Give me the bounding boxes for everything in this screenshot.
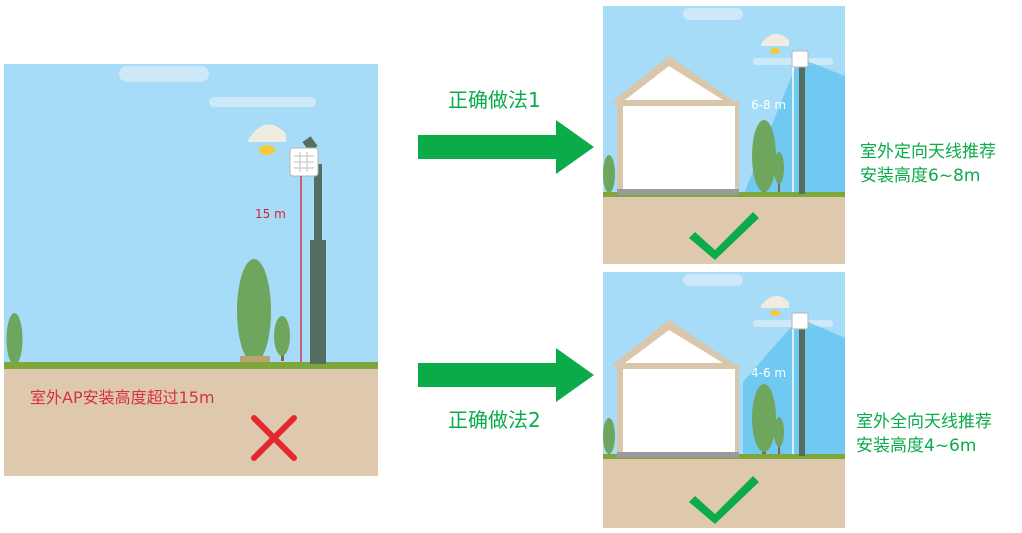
tall-tree — [752, 120, 784, 192]
arrow-label-correct-2: 正确做法2 — [448, 408, 541, 432]
arrow-right-icon — [418, 348, 594, 402]
cloud — [683, 274, 743, 286]
note-line: 室外全向天线推荐 — [856, 412, 992, 432]
correct-scene-2-illustration — [603, 272, 845, 528]
small-tree — [6, 313, 23, 365]
street-lamp — [761, 33, 789, 54]
ground — [603, 196, 845, 264]
outdoor-ap-antenna — [791, 312, 809, 330]
correct-installation-scene-2: 4-6 m — [603, 272, 845, 528]
note-directional-antenna: 室外定向天线推荐 安装高度6~8m — [860, 140, 996, 188]
note-line: 室外定向天线推荐 — [860, 142, 996, 162]
small-tree — [274, 316, 290, 361]
height-label: 6-8 m — [751, 98, 787, 112]
cloud — [209, 97, 316, 107]
height-label: 4-6 m — [751, 366, 787, 380]
tall-tree — [752, 384, 784, 454]
check-mark-icon — [689, 476, 759, 524]
outdoor-ap-antenna — [289, 147, 319, 177]
note-line: 安装高度6~8m — [860, 166, 981, 186]
street-lamp — [761, 295, 789, 316]
cloud — [683, 8, 743, 20]
correct-installation-scene-1: 6-8 m — [603, 6, 845, 264]
small-tree — [603, 155, 615, 193]
cloud — [119, 66, 209, 82]
cross-mark-icon — [251, 415, 297, 461]
arrow-right-icon — [418, 120, 594, 174]
house — [611, 320, 739, 458]
ap-pole — [799, 328, 805, 456]
ap-pole — [799, 66, 805, 194]
small-tree — [603, 418, 615, 454]
wrong-scene-illustration — [4, 64, 378, 476]
wrong-installation-scene: 15 m 室外AP安装高度超过15m — [4, 64, 378, 476]
check-mark-icon — [689, 212, 759, 260]
arrow-label-correct-1: 正确做法1 — [448, 88, 541, 112]
correct-scene-1-illustration — [603, 6, 845, 264]
note-line: 安装高度4~6m — [856, 436, 977, 456]
ground — [603, 458, 845, 528]
height-label: 15 m — [255, 207, 286, 221]
tall-tree — [237, 259, 271, 363]
note-omni-antenna: 室外全向天线推荐 安装高度4~6m — [856, 410, 992, 458]
outdoor-ap-antenna — [791, 50, 809, 68]
grass-line — [4, 362, 378, 369]
ground — [4, 366, 378, 476]
wrong-caption: 室外AP安装高度超过15m — [30, 388, 215, 407]
street-lamp — [248, 124, 286, 155]
house — [611, 56, 739, 195]
